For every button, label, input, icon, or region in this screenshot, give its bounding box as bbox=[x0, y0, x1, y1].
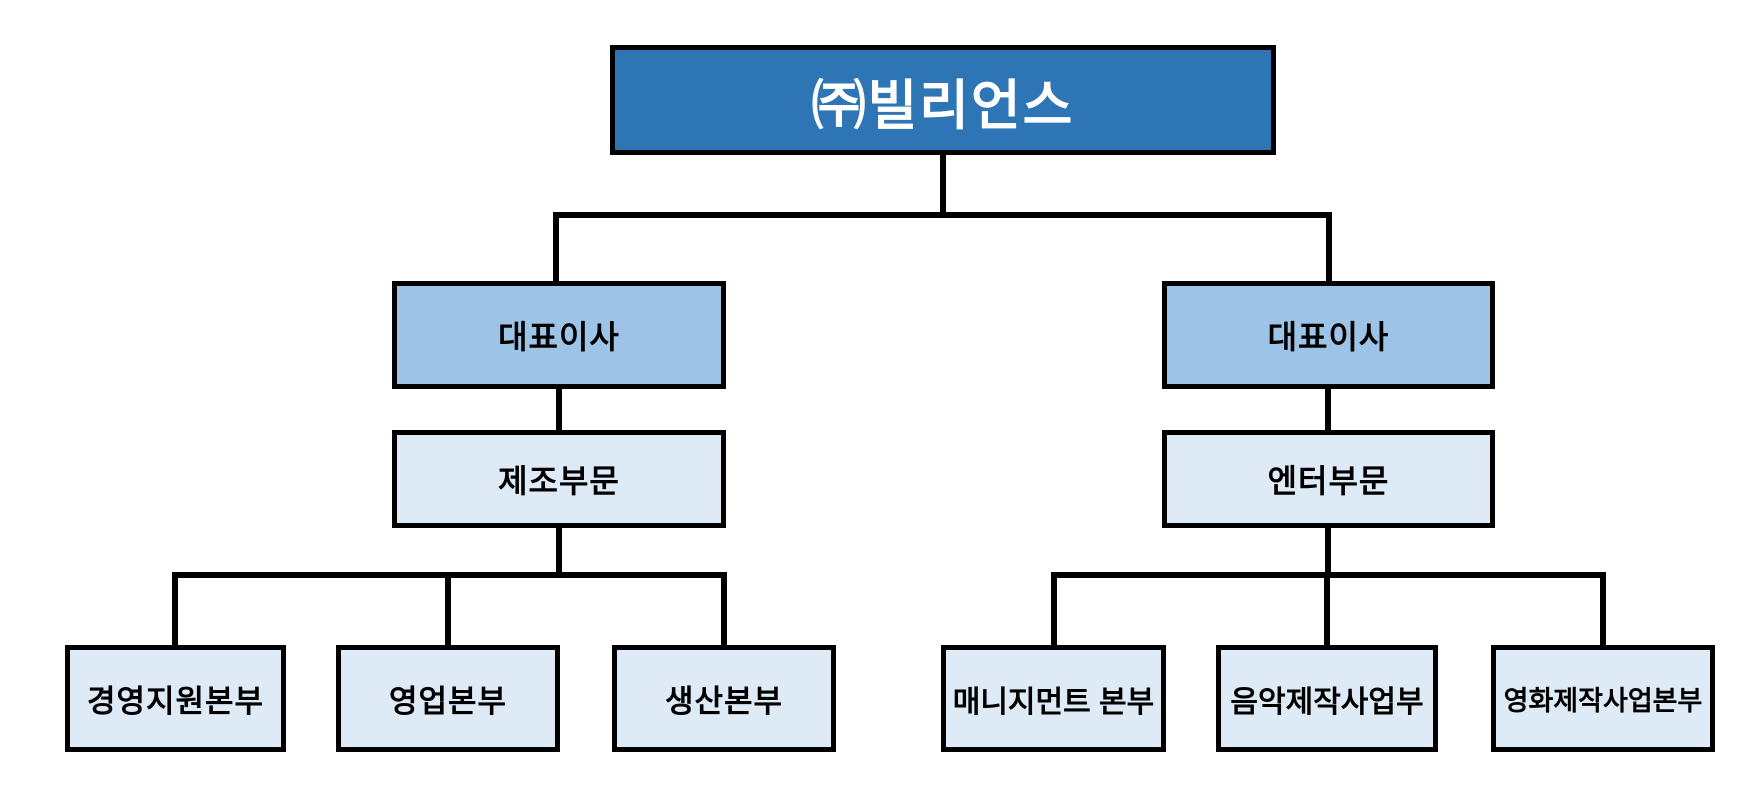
org-node-company-label: ㈜빌리언스 bbox=[811, 75, 1075, 136]
org-node-division-manufacturing-label: 제조부문 bbox=[498, 463, 620, 499]
org-node-dept-management-support-label: 경영지원본부 bbox=[86, 684, 265, 719]
connector-path bbox=[172, 155, 1606, 645]
org-node-dept-production-label: 생산본부 bbox=[664, 684, 784, 719]
org-node-dept-management-hq-label: 매니지먼트 본부 bbox=[952, 685, 1155, 719]
org-node-dept-sales: 영업본부 bbox=[336, 645, 560, 752]
org-node-dept-management-support: 경영지원본부 bbox=[65, 645, 286, 752]
org-node-dept-film-production: 영화제작사업본부 bbox=[1491, 645, 1715, 752]
org-node-ceo-left: 대표이사 bbox=[392, 281, 726, 389]
org-node-dept-management-hq: 매니지먼트 본부 bbox=[941, 645, 1166, 752]
org-node-ceo-right: 대표이사 bbox=[1162, 281, 1495, 389]
org-node-company: ㈜빌리언스 bbox=[610, 45, 1276, 155]
org-node-division-entertainment-label: 엔터부문 bbox=[1267, 463, 1390, 499]
org-node-division-entertainment: 엔터부문 bbox=[1162, 430, 1495, 528]
org-node-dept-sales-label: 영업본부 bbox=[388, 684, 508, 719]
org-node-dept-production: 생산본부 bbox=[612, 645, 836, 752]
org-node-ceo-right-label: 대표이사 bbox=[1267, 319, 1390, 355]
org-node-ceo-left-label: 대표이사 bbox=[498, 319, 620, 355]
org-node-dept-music-production-label: 음악제작사업부 bbox=[1230, 685, 1424, 719]
org-node-dept-film-production-label: 영화제작사업본부 bbox=[1503, 686, 1703, 716]
org-node-division-manufacturing: 제조부문 bbox=[392, 430, 726, 528]
org-node-dept-music-production: 음악제작사업부 bbox=[1216, 645, 1438, 752]
